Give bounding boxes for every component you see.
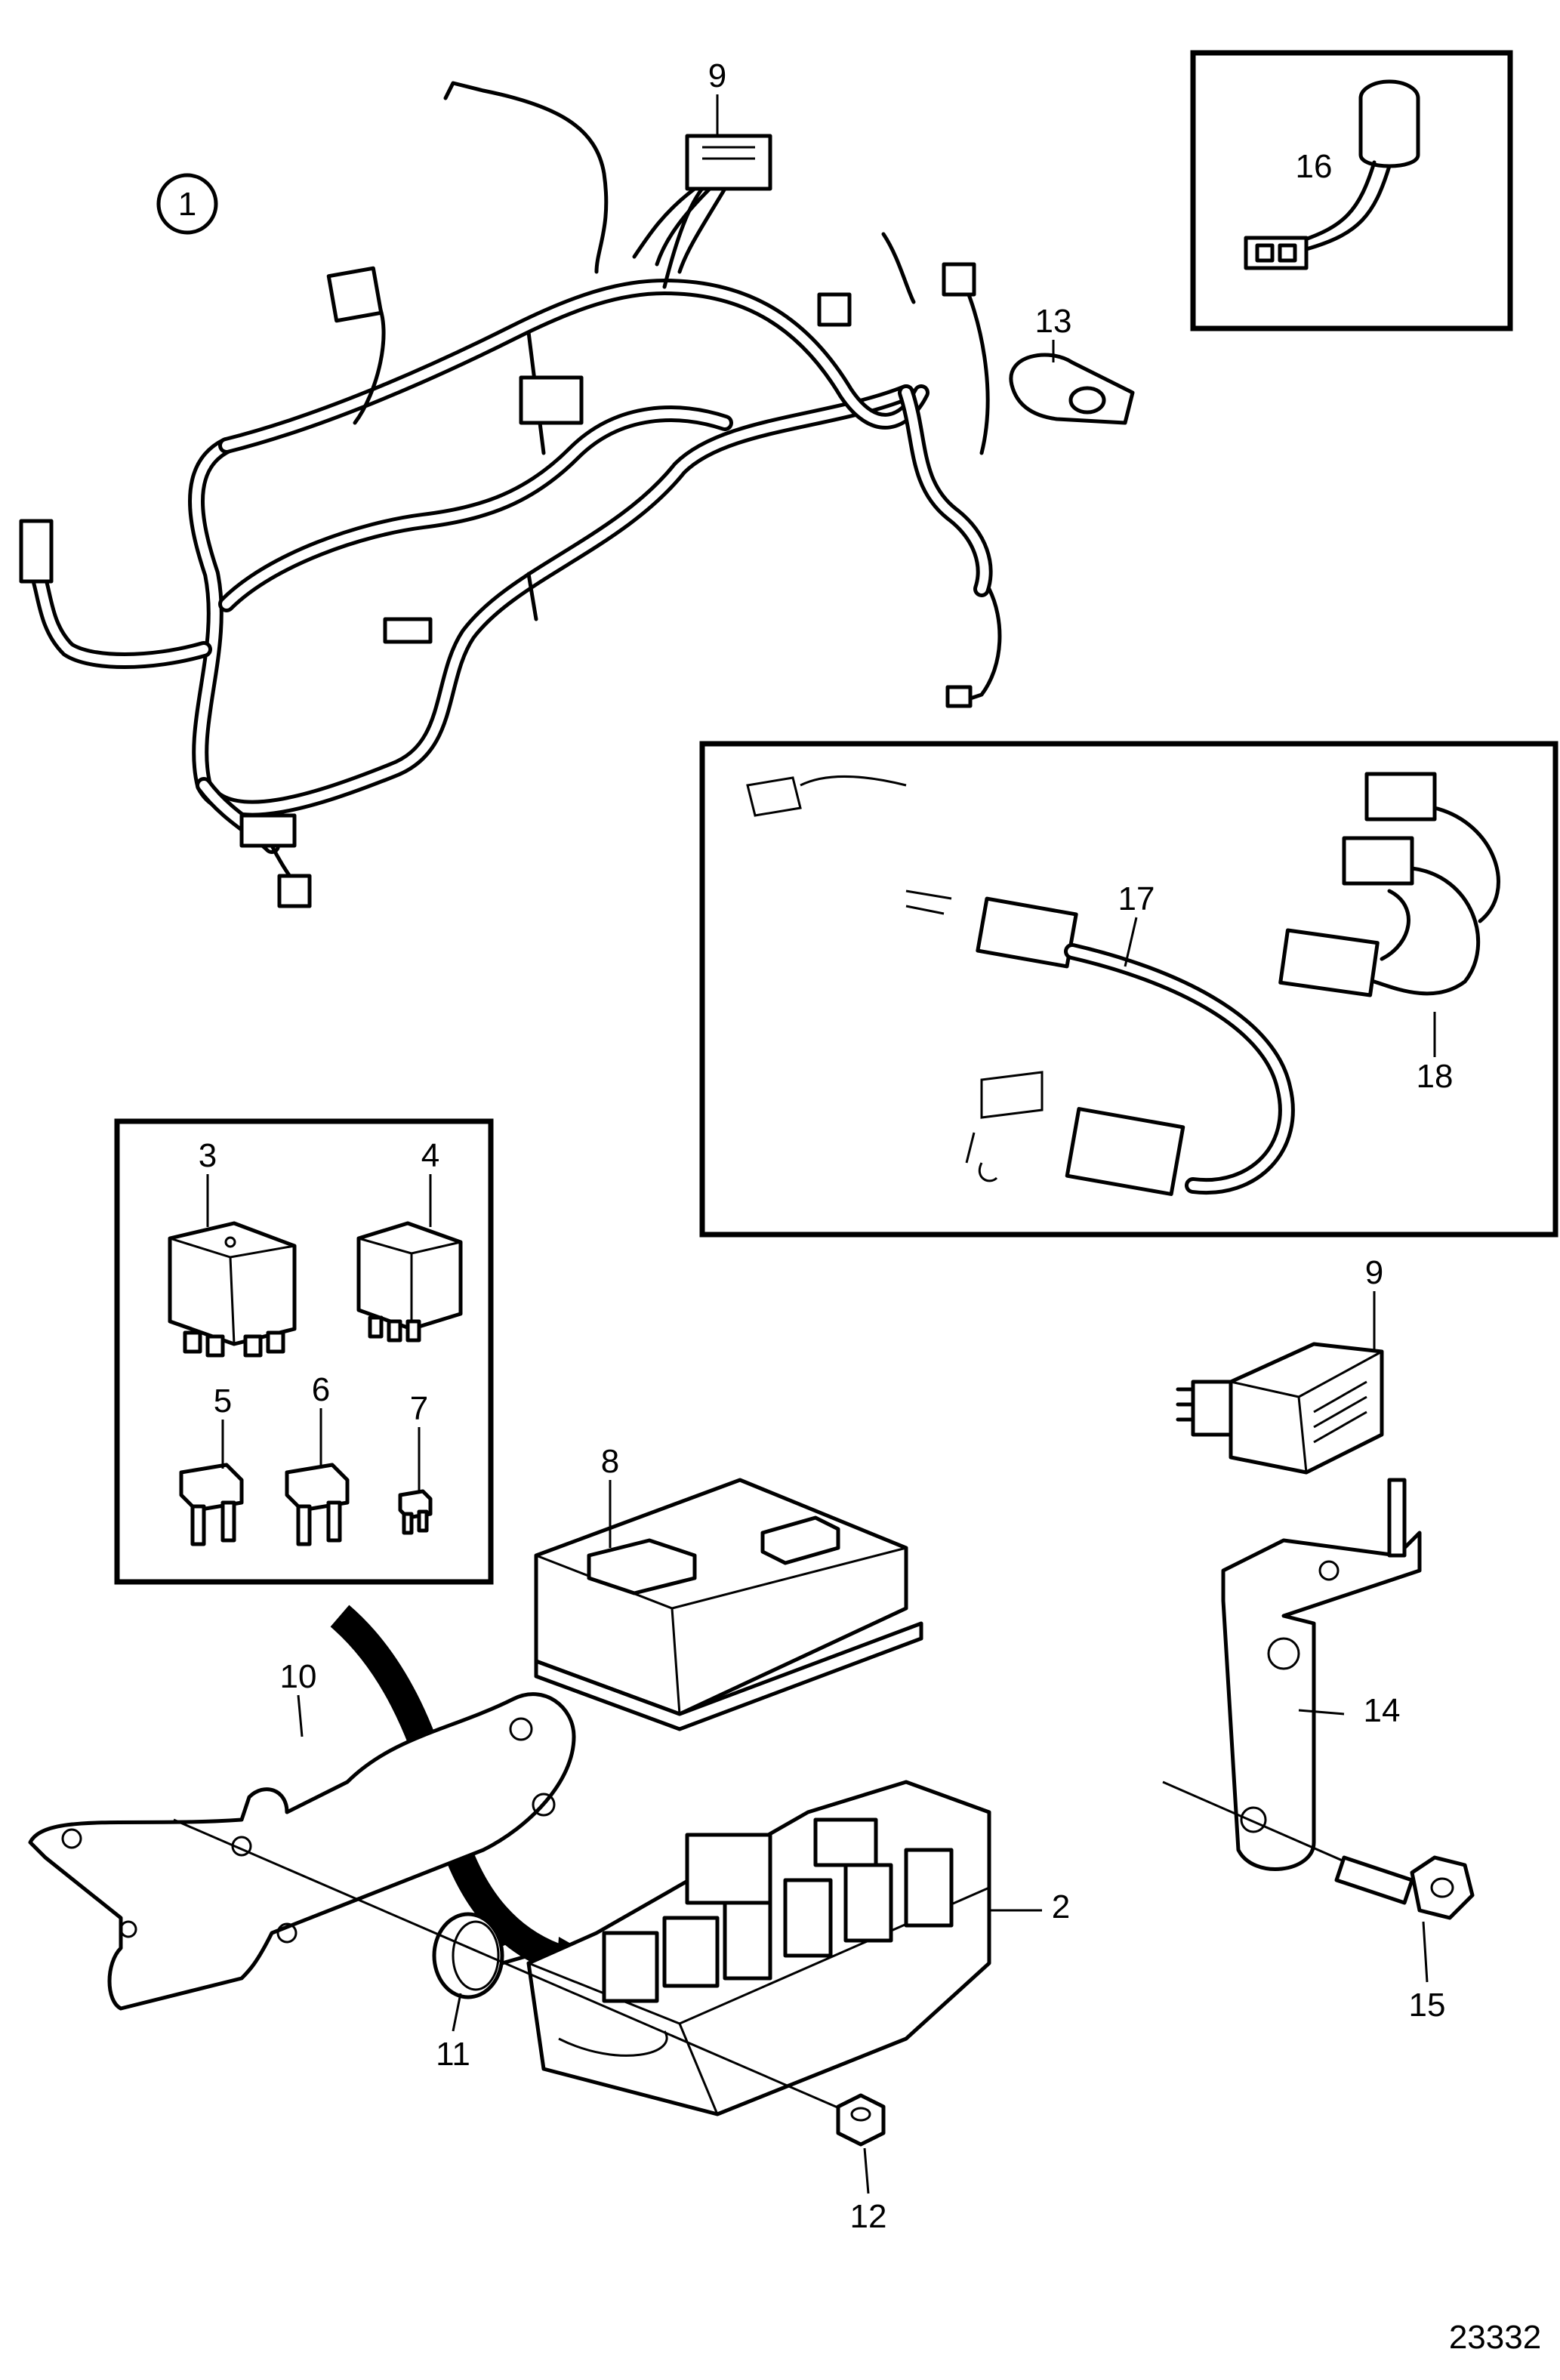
- callout-16: 16: [1296, 148, 1333, 185]
- callout-18: 18: [1417, 1058, 1454, 1095]
- callout-5: 5: [214, 1383, 232, 1420]
- part-10-bracket: [28, 1692, 576, 2011]
- harness-connector-9: [632, 134, 772, 274]
- callout-12: 12: [850, 2198, 887, 2235]
- part-2-relay-box: [526, 1780, 991, 2116]
- callout-13: 13: [1035, 303, 1072, 340]
- figure-number: 23332: [1449, 2319, 1541, 2356]
- part-9-connector: [1176, 1342, 1384, 1475]
- callout-14: 14: [1364, 1692, 1401, 1729]
- assembly-marker-circle: [156, 173, 218, 235]
- callout-9-harness: 9: [708, 57, 726, 94]
- part-12-nut: [836, 2093, 886, 2147]
- detail-box-17-18: [699, 741, 1558, 1238]
- detail-box-relays-fuses: [114, 1118, 494, 1585]
- part-15-bolt: [1334, 1855, 1475, 1920]
- callout-7: 7: [410, 1390, 428, 1427]
- assembly-axis-line: [173, 1818, 854, 2116]
- part-14-bracket: [1221, 1478, 1422, 1871]
- callout-11: 11: [436, 2036, 470, 2073]
- callout-2: 2: [1052, 1888, 1070, 1925]
- wiring-harness: 1: [19, 81, 1002, 908]
- part-11-mount: [432, 1912, 531, 1999]
- assembly-marker-label: 1: [178, 186, 196, 223]
- part-8-cover: [534, 1478, 923, 1731]
- callout-15: 15: [1409, 1987, 1446, 2024]
- detail-box-16: [1190, 50, 1513, 331]
- callout-4: 4: [421, 1137, 439, 1174]
- callout-17: 17: [1118, 880, 1155, 917]
- part-13-clamp: [1009, 353, 1135, 425]
- callout-3: 3: [199, 1137, 217, 1174]
- callout-6: 6: [312, 1371, 330, 1408]
- callout-10: 10: [280, 1658, 317, 1695]
- callout-8: 8: [601, 1443, 619, 1480]
- callout-9-connector: 9: [1365, 1254, 1383, 1291]
